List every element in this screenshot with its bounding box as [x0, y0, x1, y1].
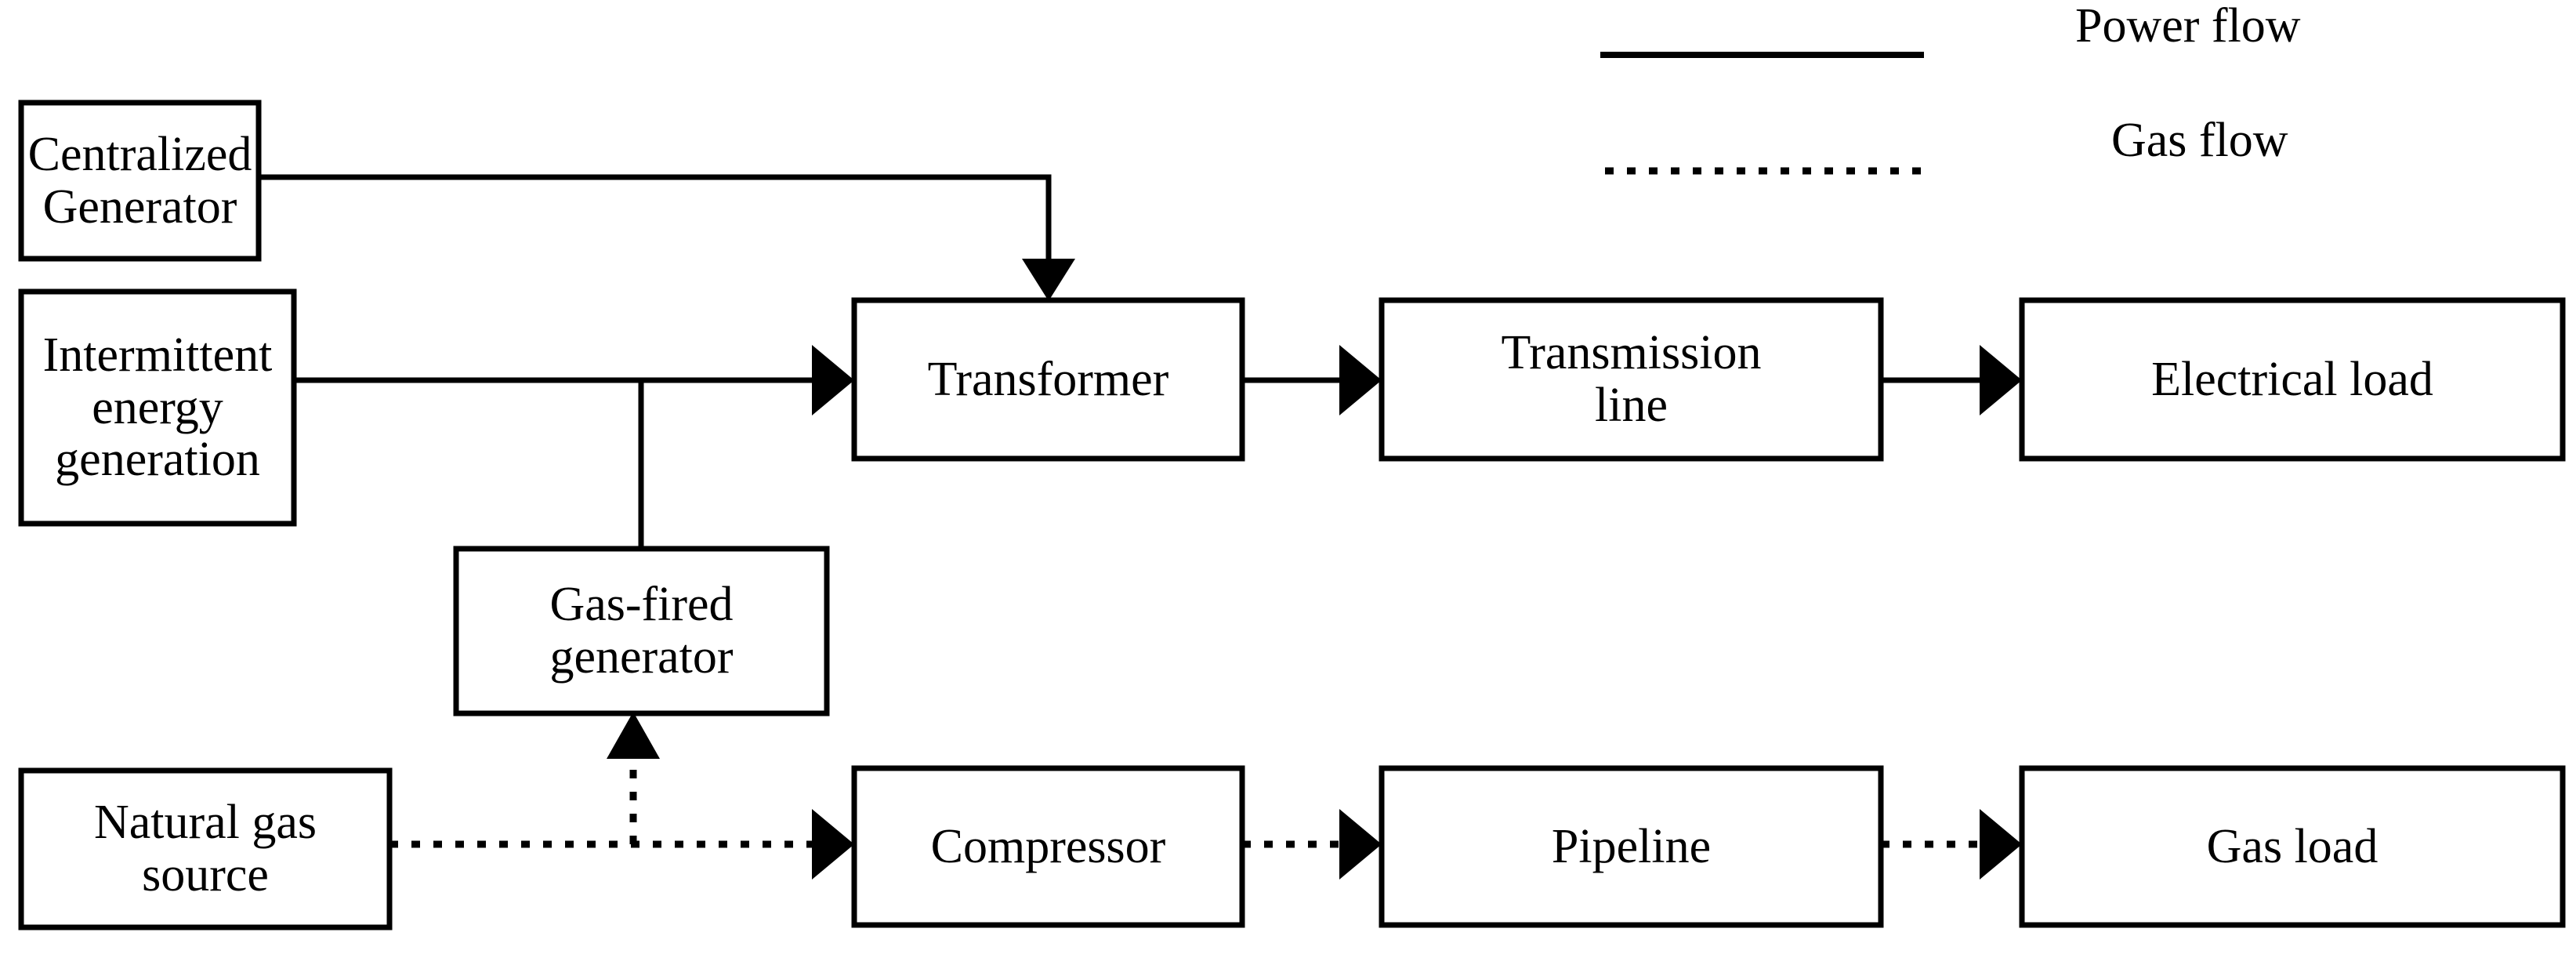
node-pipeline[interactable] [1379, 765, 1884, 928]
edge-natural-gas-source-to-compressor [389, 809, 854, 880]
node-compressor[interactable] [851, 765, 1245, 928]
legend-label-gas-flow: Gas flow [2111, 114, 2288, 167]
node-gas-load[interactable] [2019, 765, 2566, 928]
node-transmission-line[interactable] [1379, 297, 1884, 462]
edge-natural-gas-source-to-gas-fired-generator [607, 712, 660, 844]
edge-intermittent-to-transformer [294, 345, 854, 415]
edge-transformer-to-transmission-line [1242, 345, 1382, 415]
node-electrical-load[interactable] [2019, 297, 2566, 462]
legend-label-power-flow: Power flow [2075, 0, 2301, 53]
node-centralized-generator[interactable] [18, 100, 262, 262]
node-gas-fired-generator[interactable] [453, 546, 830, 716]
node-transformer[interactable] [851, 297, 1245, 462]
edge-transmission-line-to-electrical-load [1881, 345, 2022, 415]
edge-compressor-to-pipeline [1242, 809, 1382, 880]
edge-centralized-generator-to-transformer [259, 174, 1075, 301]
node-intermittent-energy-generation[interactable] [18, 288, 297, 527]
node-natural-gas-source[interactable] [18, 767, 393, 930]
edge-pipeline-to-gas-load [1881, 809, 2022, 880]
